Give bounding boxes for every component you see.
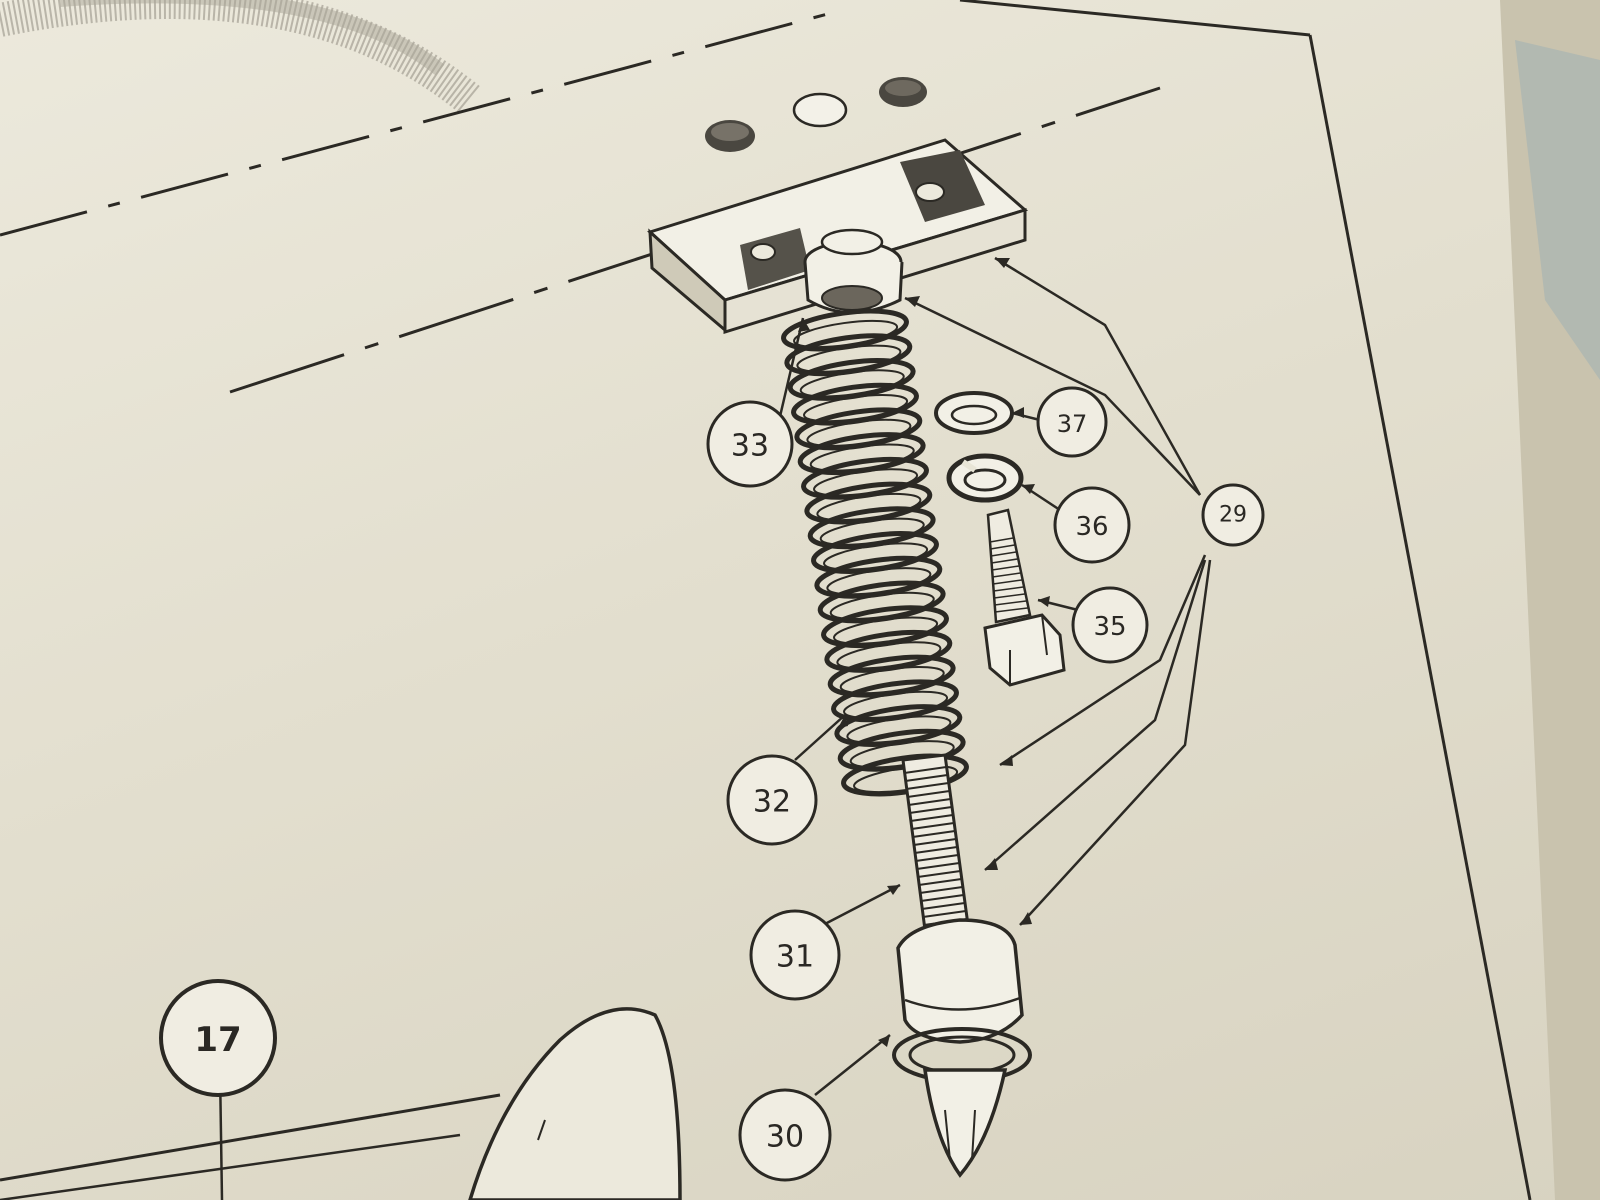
callout-31-label: 31 [776, 940, 814, 975]
callout-33-label: 33 [731, 429, 769, 464]
bolt-thread [994, 600, 1027, 606]
rod-thread [906, 782, 949, 790]
spring-coil-inner [793, 319, 899, 349]
spring-coil-inner [823, 542, 929, 571]
spring-coil-inner [806, 418, 912, 447]
rod-thread [922, 910, 966, 918]
rod-thread [914, 846, 958, 854]
bolt-thread [990, 544, 1015, 550]
callout-30-label: 30 [766, 1120, 804, 1155]
callout-32: 32 [726, 754, 818, 846]
body-fin-part [468, 1007, 682, 1200]
callout-36-label: 36 [1075, 512, 1108, 542]
halftone-arc [0, 0, 481, 114]
spring-coil-inner [796, 344, 902, 373]
spring-coil-inner [843, 690, 949, 719]
spring-coil-inner [799, 369, 905, 398]
spring-coil-inner [813, 468, 919, 497]
bolt-thread [991, 558, 1018, 564]
callout-33: 33 [706, 400, 794, 488]
spring-coil-inner [846, 715, 952, 744]
rod-thread [911, 822, 955, 830]
callout-17: 17 [159, 979, 277, 1097]
spring-coil-inner [839, 665, 945, 695]
spring-washer [946, 453, 1024, 503]
bump-stop [892, 918, 1032, 1178]
rod-thread [918, 878, 962, 886]
rod-thread [910, 814, 953, 822]
body-outline-lines [0, 10, 1161, 1200]
bolt-thread [989, 537, 1014, 543]
page-edge [959, 0, 1600, 1200]
callout-32-label: 32 [753, 785, 791, 820]
callout-35: 35 [1071, 586, 1149, 664]
spring-coil-inner [829, 591, 935, 620]
spring-coil-inner [803, 394, 909, 423]
spring-coil-inner [819, 517, 925, 546]
spring-coil-inner [826, 567, 932, 596]
bolt-thread [993, 586, 1024, 592]
rod-thread [915, 854, 959, 862]
callout-29: 29 [1201, 483, 1265, 547]
callout-37: 37 [1036, 386, 1108, 458]
rod-thread [907, 790, 950, 798]
rod-thread [908, 798, 951, 806]
rod-thread [909, 806, 952, 814]
spring-coil-inner [833, 616, 939, 645]
callout-31: 31 [749, 909, 841, 1001]
rod-thread [919, 886, 963, 894]
rod-thread [917, 870, 961, 878]
bolt-thread [992, 572, 1021, 578]
spring-coil-inner [816, 492, 922, 522]
bolt-thread [991, 565, 1020, 571]
rod-thread [912, 830, 956, 838]
callout-17-label: 17 [194, 1020, 241, 1060]
bolt-thread [995, 607, 1028, 613]
flat-washer [934, 391, 1014, 435]
rod-thread [921, 902, 965, 910]
leader-lines [218, 256, 1212, 1200]
callout-36: 36 [1053, 486, 1131, 564]
bolt-thread [993, 593, 1025, 599]
rod-thread [920, 894, 964, 902]
rod-thread [905, 774, 948, 782]
rod-thread [913, 838, 957, 846]
callout-30: 30 [738, 1088, 832, 1182]
spring-coil-inner [809, 443, 915, 472]
callout-37-label: 37 [1057, 410, 1088, 438]
callout-35-label: 35 [1093, 612, 1126, 642]
bolt-thread [992, 579, 1022, 585]
hex-bolt [983, 508, 1066, 687]
threaded-rod [901, 753, 970, 932]
rod-thread [916, 862, 960, 870]
callout-29-label: 29 [1219, 503, 1247, 528]
coil-spring [781, 308, 969, 797]
spring-coil-inner [836, 641, 942, 670]
bolt-thread [990, 551, 1017, 557]
mounting-holes [705, 77, 927, 152]
rod-thread [904, 766, 947, 774]
leader-arrowheads [798, 258, 1050, 1047]
